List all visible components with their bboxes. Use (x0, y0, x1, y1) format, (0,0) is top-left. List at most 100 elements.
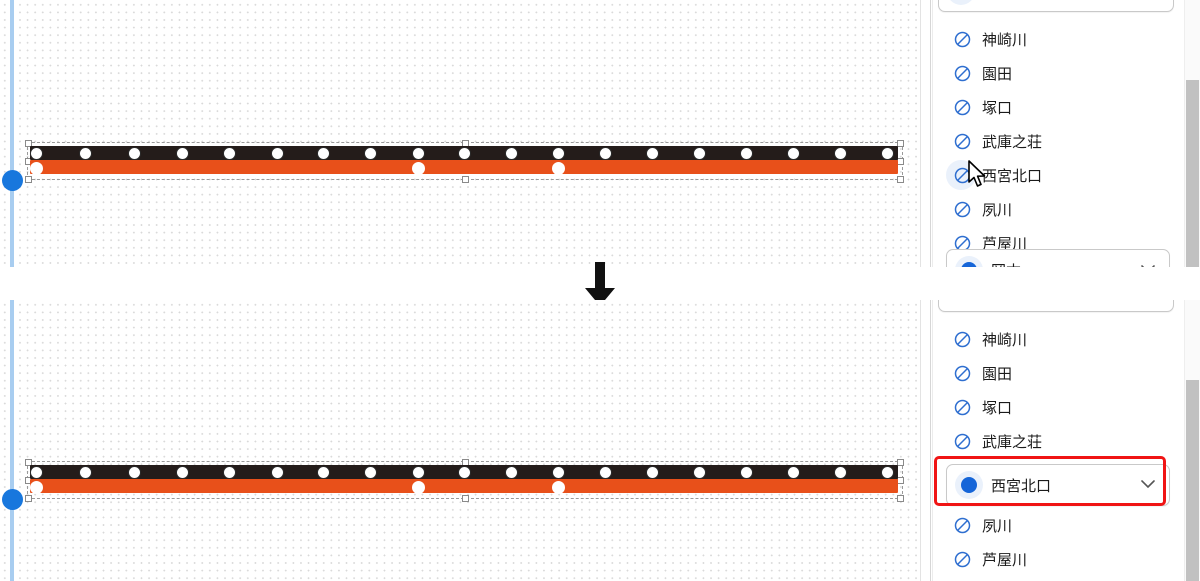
station-list-item-神崎川[interactable]: 神崎川 (936, 22, 1176, 56)
station-node-hanakuma[interactable] (128, 466, 141, 479)
station-node-nakatsu[interactable] (834, 147, 847, 160)
station-list-item-園田[interactable]: 園田 (936, 56, 1176, 90)
station-list-item-神崎川[interactable]: 神崎川 (936, 322, 1176, 356)
panel-scrollbar-track-bottom[interactable] (1184, 300, 1200, 581)
station-list-item-夙川[interactable]: 夙川 (936, 192, 1176, 226)
station-node-nishinomiyakitaguchi[interactable] (552, 147, 565, 160)
resize-handle-5[interactable] (25, 495, 32, 502)
station-node-ashiyagawa[interactable] (458, 466, 471, 479)
resize-handle-2[interactable] (897, 140, 904, 147)
station-node-sonoda[interactable] (693, 147, 706, 160)
resize-handle-5[interactable] (25, 176, 32, 183)
station-node-kosokukobe[interactable] (79, 147, 92, 160)
no-entry-icon (954, 201, 971, 218)
diagram-canvas-top[interactable]: Shinkaichi新開地Kosokukobe高速神戸Hanakuma花隈Kob… (0, 0, 920, 267)
station-node-kasuganomichi[interactable] (223, 466, 236, 479)
partial-card-top[interactable] (938, 300, 1174, 312)
station-node-juso[interactable] (787, 147, 800, 160)
station-list-item-label: 神崎川 (982, 30, 1028, 49)
station-node-shinkaichi[interactable] (30, 147, 43, 160)
station-list-item-武庫之荘[interactable]: 武庫之荘 (936, 124, 1176, 158)
diagram-canvas-bottom[interactable]: Shinkaichi新開地Kosokukobe高速神戸Hanakuma花隈Kob… (0, 300, 920, 581)
resize-handle-4[interactable] (897, 477, 904, 484)
station-list-bottom-lower[interactable]: 夙川芦屋川 (936, 508, 1176, 576)
panel-scrollbar-thumb-bottom[interactable] (1186, 380, 1199, 581)
resize-handle-2[interactable] (897, 459, 904, 466)
station-list-bottom-upper[interactable]: 神崎川園田塚口武庫之荘 (936, 322, 1176, 458)
orange-station-node-shinkaichi[interactable] (30, 481, 43, 494)
station-node-nakatsu[interactable] (834, 466, 847, 479)
station-list-item-芦屋川[interactable]: 芦屋川 (936, 542, 1176, 576)
station-node-osakaumeda[interactable] (881, 147, 894, 160)
guide-handle[interactable] (2, 170, 23, 191)
station-list-item-label: 西宮北口 (982, 166, 1043, 185)
station-node-juso[interactable] (787, 466, 800, 479)
station-card-okamoto[interactable]: 岡本 (946, 249, 1170, 267)
no-entry-icon (954, 331, 971, 348)
orange-line-track[interactable] (30, 160, 898, 174)
vertical-guide-line[interactable] (10, 300, 14, 581)
station-list-item-塚口[interactable]: 塚口 (936, 90, 1176, 124)
guide-handle[interactable] (2, 489, 23, 510)
resize-handle-6[interactable] (462, 176, 469, 183)
station-node-shinkaichi[interactable] (30, 466, 43, 479)
no-entry-icon (954, 517, 971, 534)
station-list-item-塚口[interactable]: 塚口 (936, 390, 1176, 424)
station-node-tsukaguchi[interactable] (646, 466, 659, 479)
station-node-ashiyagawa[interactable] (458, 147, 471, 160)
station-list-panel-bottom[interactable]: 神崎川園田塚口武庫之荘 西宮北口 夙川芦屋川 (930, 300, 1200, 581)
station-node-okamoto[interactable] (412, 466, 425, 479)
resize-handle-0[interactable] (25, 140, 32, 147)
station-node-mukonoso[interactable] (599, 466, 612, 479)
station-node-rokko[interactable] (317, 147, 330, 160)
station-list-top[interactable]: 神崎川園田塚口武庫之荘西宮北口夙川芦屋川 (936, 22, 1176, 260)
station-node-mikage[interactable] (364, 147, 377, 160)
station-node-kanzakigawa[interactable] (740, 466, 753, 479)
panel-scrollbar-thumb-top[interactable] (1186, 80, 1199, 267)
orange-station-node-okamoto[interactable] (412, 481, 425, 494)
station-node-okamoto[interactable] (412, 147, 425, 160)
resize-handle-0[interactable] (25, 459, 32, 466)
station-node-nishinomiyakitaguchi[interactable] (552, 466, 565, 479)
no-entry-icon (954, 551, 971, 568)
vertical-guide-line[interactable] (10, 0, 14, 267)
station-list-item-園田[interactable]: 園田 (936, 356, 1176, 390)
station-node-mukonoso[interactable] (599, 147, 612, 160)
chevron-down-icon[interactable] (1141, 476, 1155, 494)
resize-handle-7[interactable] (897, 495, 904, 502)
station-node-rokko[interactable] (317, 466, 330, 479)
station-node-kobesannomiya[interactable] (176, 466, 189, 479)
station-list-item-武庫之荘[interactable]: 武庫之荘 (936, 424, 1176, 458)
resize-handle-7[interactable] (897, 176, 904, 183)
station-list-item-西宮北口[interactable]: 西宮北口 (936, 158, 1176, 192)
resize-handle-4[interactable] (897, 158, 904, 165)
station-node-shukugawa[interactable] (505, 466, 518, 479)
partial-card-top[interactable] (938, 0, 1174, 12)
station-node-kanzakigawa[interactable] (740, 147, 753, 160)
station-list-item-夙川[interactable]: 夙川 (936, 508, 1176, 542)
station-node-hanakuma[interactable] (128, 147, 141, 160)
station-node-sonoda[interactable] (693, 466, 706, 479)
station-node-tsukaguchi[interactable] (646, 147, 659, 160)
orange-station-node-nishinomiyakitaguchi[interactable] (552, 481, 565, 494)
orange-line-track[interactable] (30, 479, 898, 493)
station-node-kasuganomichi[interactable] (223, 147, 236, 160)
orange-station-node-okamoto[interactable] (412, 162, 425, 175)
orange-station-node-shinkaichi[interactable] (30, 162, 43, 175)
selection-highlight-box (934, 456, 1166, 506)
station-node-shukugawa[interactable] (505, 147, 518, 160)
station-list-item-label: 塚口 (982, 98, 1013, 117)
station-node-ojikoen[interactable] (271, 147, 284, 160)
panel-scrollbar-track-top[interactable] (1184, 0, 1200, 267)
panel-divider-secondary (932, 0, 933, 267)
down-arrow-icon (582, 262, 618, 312)
station-node-osakaumeda[interactable] (881, 466, 894, 479)
orange-station-node-nishinomiyakitaguchi[interactable] (552, 162, 565, 175)
station-node-ojikoen[interactable] (271, 466, 284, 479)
station-node-mikage[interactable] (364, 466, 377, 479)
no-entry-icon (954, 399, 971, 416)
station-node-kobesannomiya[interactable] (176, 147, 189, 160)
resize-handle-6[interactable] (462, 495, 469, 502)
station-node-kosokukobe[interactable] (79, 466, 92, 479)
